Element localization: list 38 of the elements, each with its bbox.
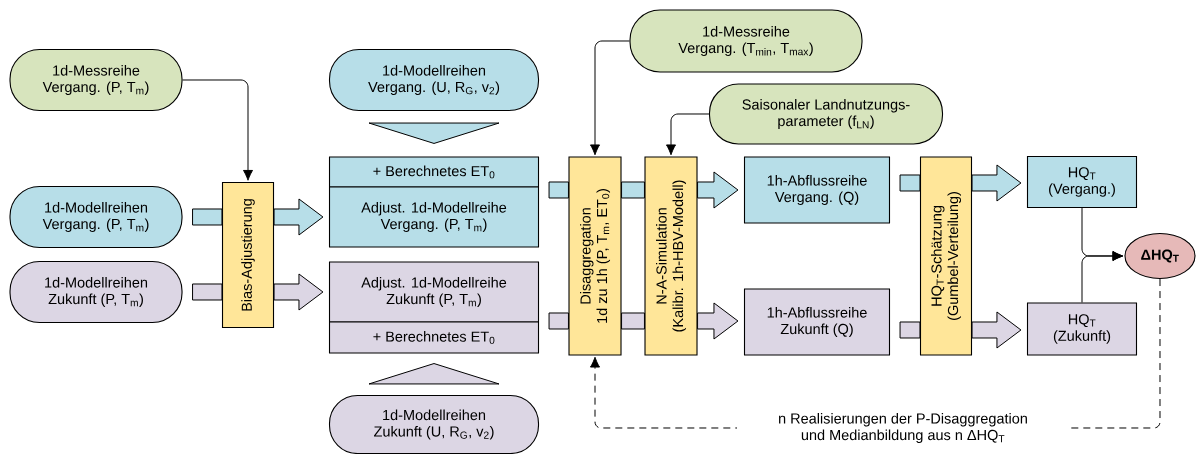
block-connector [192,283,223,301]
block-connector [621,312,645,330]
block-arrow [697,171,739,209]
process-bar: N-A-Simulation (Kalibr. 1h-HBV-Modell) [644,156,698,356]
arrow [590,40,630,156]
block-arrow [697,302,739,340]
block-connector [621,181,645,199]
data-series-pill: 1d-Messreihe Vergang. (P, T$_{m}$) [9,48,183,112]
process-box: 1h-Abflussreihe Zukunft (Q) [743,288,891,356]
data-series-pill: 1d-Modellreihen Zukunft (U, R$_{G}$, v$_{2}$) [328,394,540,454]
triangle-arrow [368,363,500,385]
process-bar: Bias-Adjustierung [221,181,275,329]
block-arrow [273,198,324,236]
block-connector [548,181,569,199]
data-series-pill: Saisonaler Landnutzungs- parameter (f$_{LN}$) [708,83,944,145]
edge-label: n Realisierungen der P-Disaggregation und Medianbildung aus n ΔHQ$_{T}$ [737,412,1069,444]
block-arrow [971,164,1022,202]
block-connector [899,321,921,339]
process-box: HQ$_{T}$ (Vergang.) [1026,155,1138,209]
arrow [1081,250,1124,303]
process-box: HQ$_{T}$ (Zukunft) [1026,302,1138,356]
block-arrow [273,273,324,311]
block-connector [548,312,569,330]
block-connector [192,208,223,226]
triangle-arrow [368,122,500,144]
process-box: + Berechnetes ET$_{0}$ [328,156,540,188]
process-box: Adjust. 1d-Modellreihe Vergang. (P, T$_{m}$) [328,186,540,248]
process-box: Adjust. 1d-Modellreihe Zukunft (P, T$_{m}$) [328,261,540,323]
data-series-pill: 1d-Modellreihen Vergang. (P, T$_{m}$) [9,185,183,249]
data-series-pill: 1d-Modellreihen Zukunft (P, T$_{m}$) [9,260,183,324]
process-box: 1h-Abflussreihe Vergang. (Q) [743,156,891,224]
block-arrow [971,311,1022,349]
data-series-pill: 1d-Modellreihen Vergang. (U, R$_{G}$, v$_{2}$) [328,48,540,112]
block-connector [899,174,921,192]
data-series-pill: 1d-Messreihe Vergang. (T$_{min}$, T$_{max}$) [629,9,863,73]
arrow [182,79,254,181]
arrow [666,113,710,156]
process-box: + Berechnetes ET$_{0}$ [328,321,540,354]
